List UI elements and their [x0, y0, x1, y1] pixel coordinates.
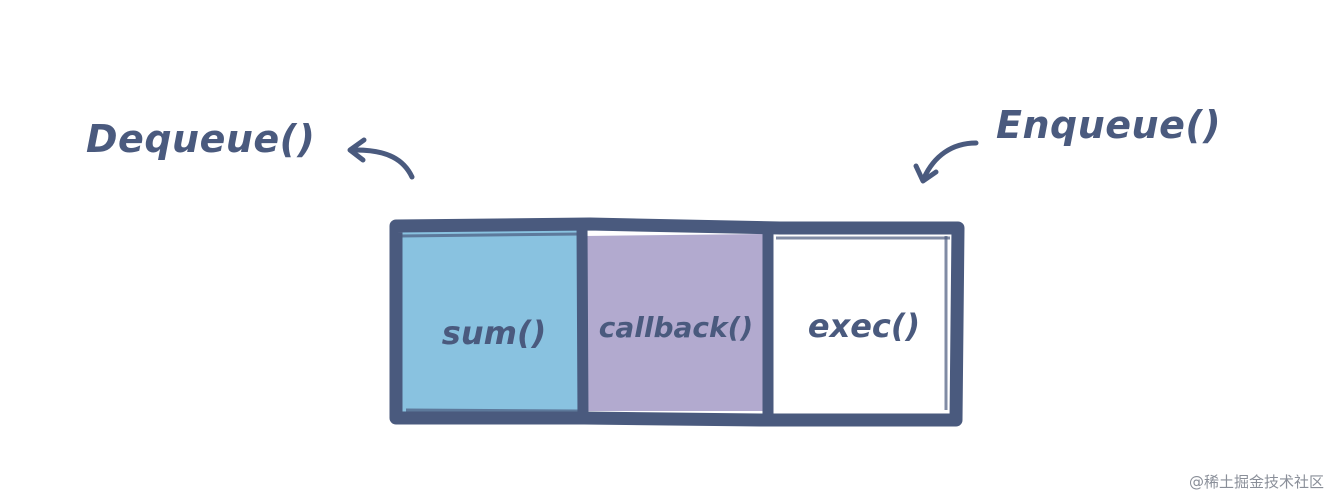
- cell-label-sum: sum(): [441, 314, 547, 352]
- queue-frame: [389, 217, 965, 427]
- enqueue-label: Enqueue(): [996, 103, 1222, 147]
- queue-cell-callback: [583, 234, 766, 411]
- queue-cell-exec: [770, 232, 954, 412]
- cell-label-exec: exec(): [807, 307, 921, 345]
- watermark: @稀土掘金技术社区: [1188, 473, 1324, 491]
- queue-cell-sum: [400, 229, 583, 413]
- dequeue-label: Dequeue(): [86, 117, 316, 161]
- cell-label-callback: callback(): [598, 311, 754, 344]
- dequeue-arrow: [347, 137, 415, 180]
- enqueue-arrow: [913, 140, 979, 184]
